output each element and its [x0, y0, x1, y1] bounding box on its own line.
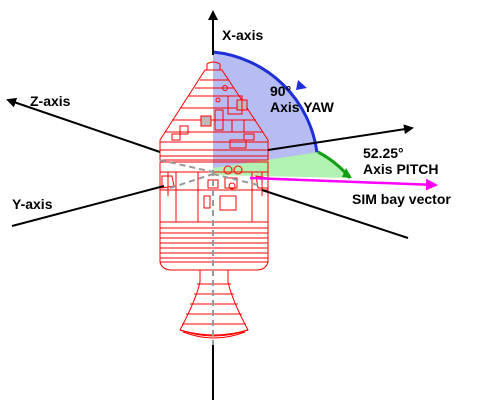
- pitch-axis-label: Axis PITCH: [363, 161, 439, 177]
- sim-bay-vector: [249, 176, 438, 191]
- hidden-axis-segments: [159, 159, 263, 345]
- pitch-angle-value: 52.25°: [363, 145, 404, 161]
- sim-bay-vector-label: SIM bay vector: [352, 191, 451, 207]
- x-axis-label: X-axis: [222, 27, 264, 43]
- yaw-angle-value: 90°: [270, 83, 292, 99]
- z-axis-line: [6, 97, 161, 153]
- command-module-cone: [159, 69, 269, 161]
- z-axis-line-lower: [261, 189, 409, 239]
- cm-window: [200, 115, 212, 127]
- y-axis-label: Y-axis: [12, 196, 53, 212]
- yaw-arc-arrowhead: [296, 80, 307, 90]
- y-axis-line: [11, 185, 165, 227]
- apollo-csm-outline: [159, 61, 269, 339]
- docking-tunnel: [206, 61, 221, 70]
- axes: [6, 10, 414, 400]
- z-axis-label: Z-axis: [30, 93, 71, 109]
- yaw-angle-sector: [213, 52, 317, 168]
- y-axis-line-upper: [267, 124, 414, 151]
- yaw-axis-label: Axis YAW: [270, 99, 334, 115]
- yaw-angle-arc: [212, 50, 319, 154]
- pitch-arc-arrowhead: [342, 168, 352, 178]
